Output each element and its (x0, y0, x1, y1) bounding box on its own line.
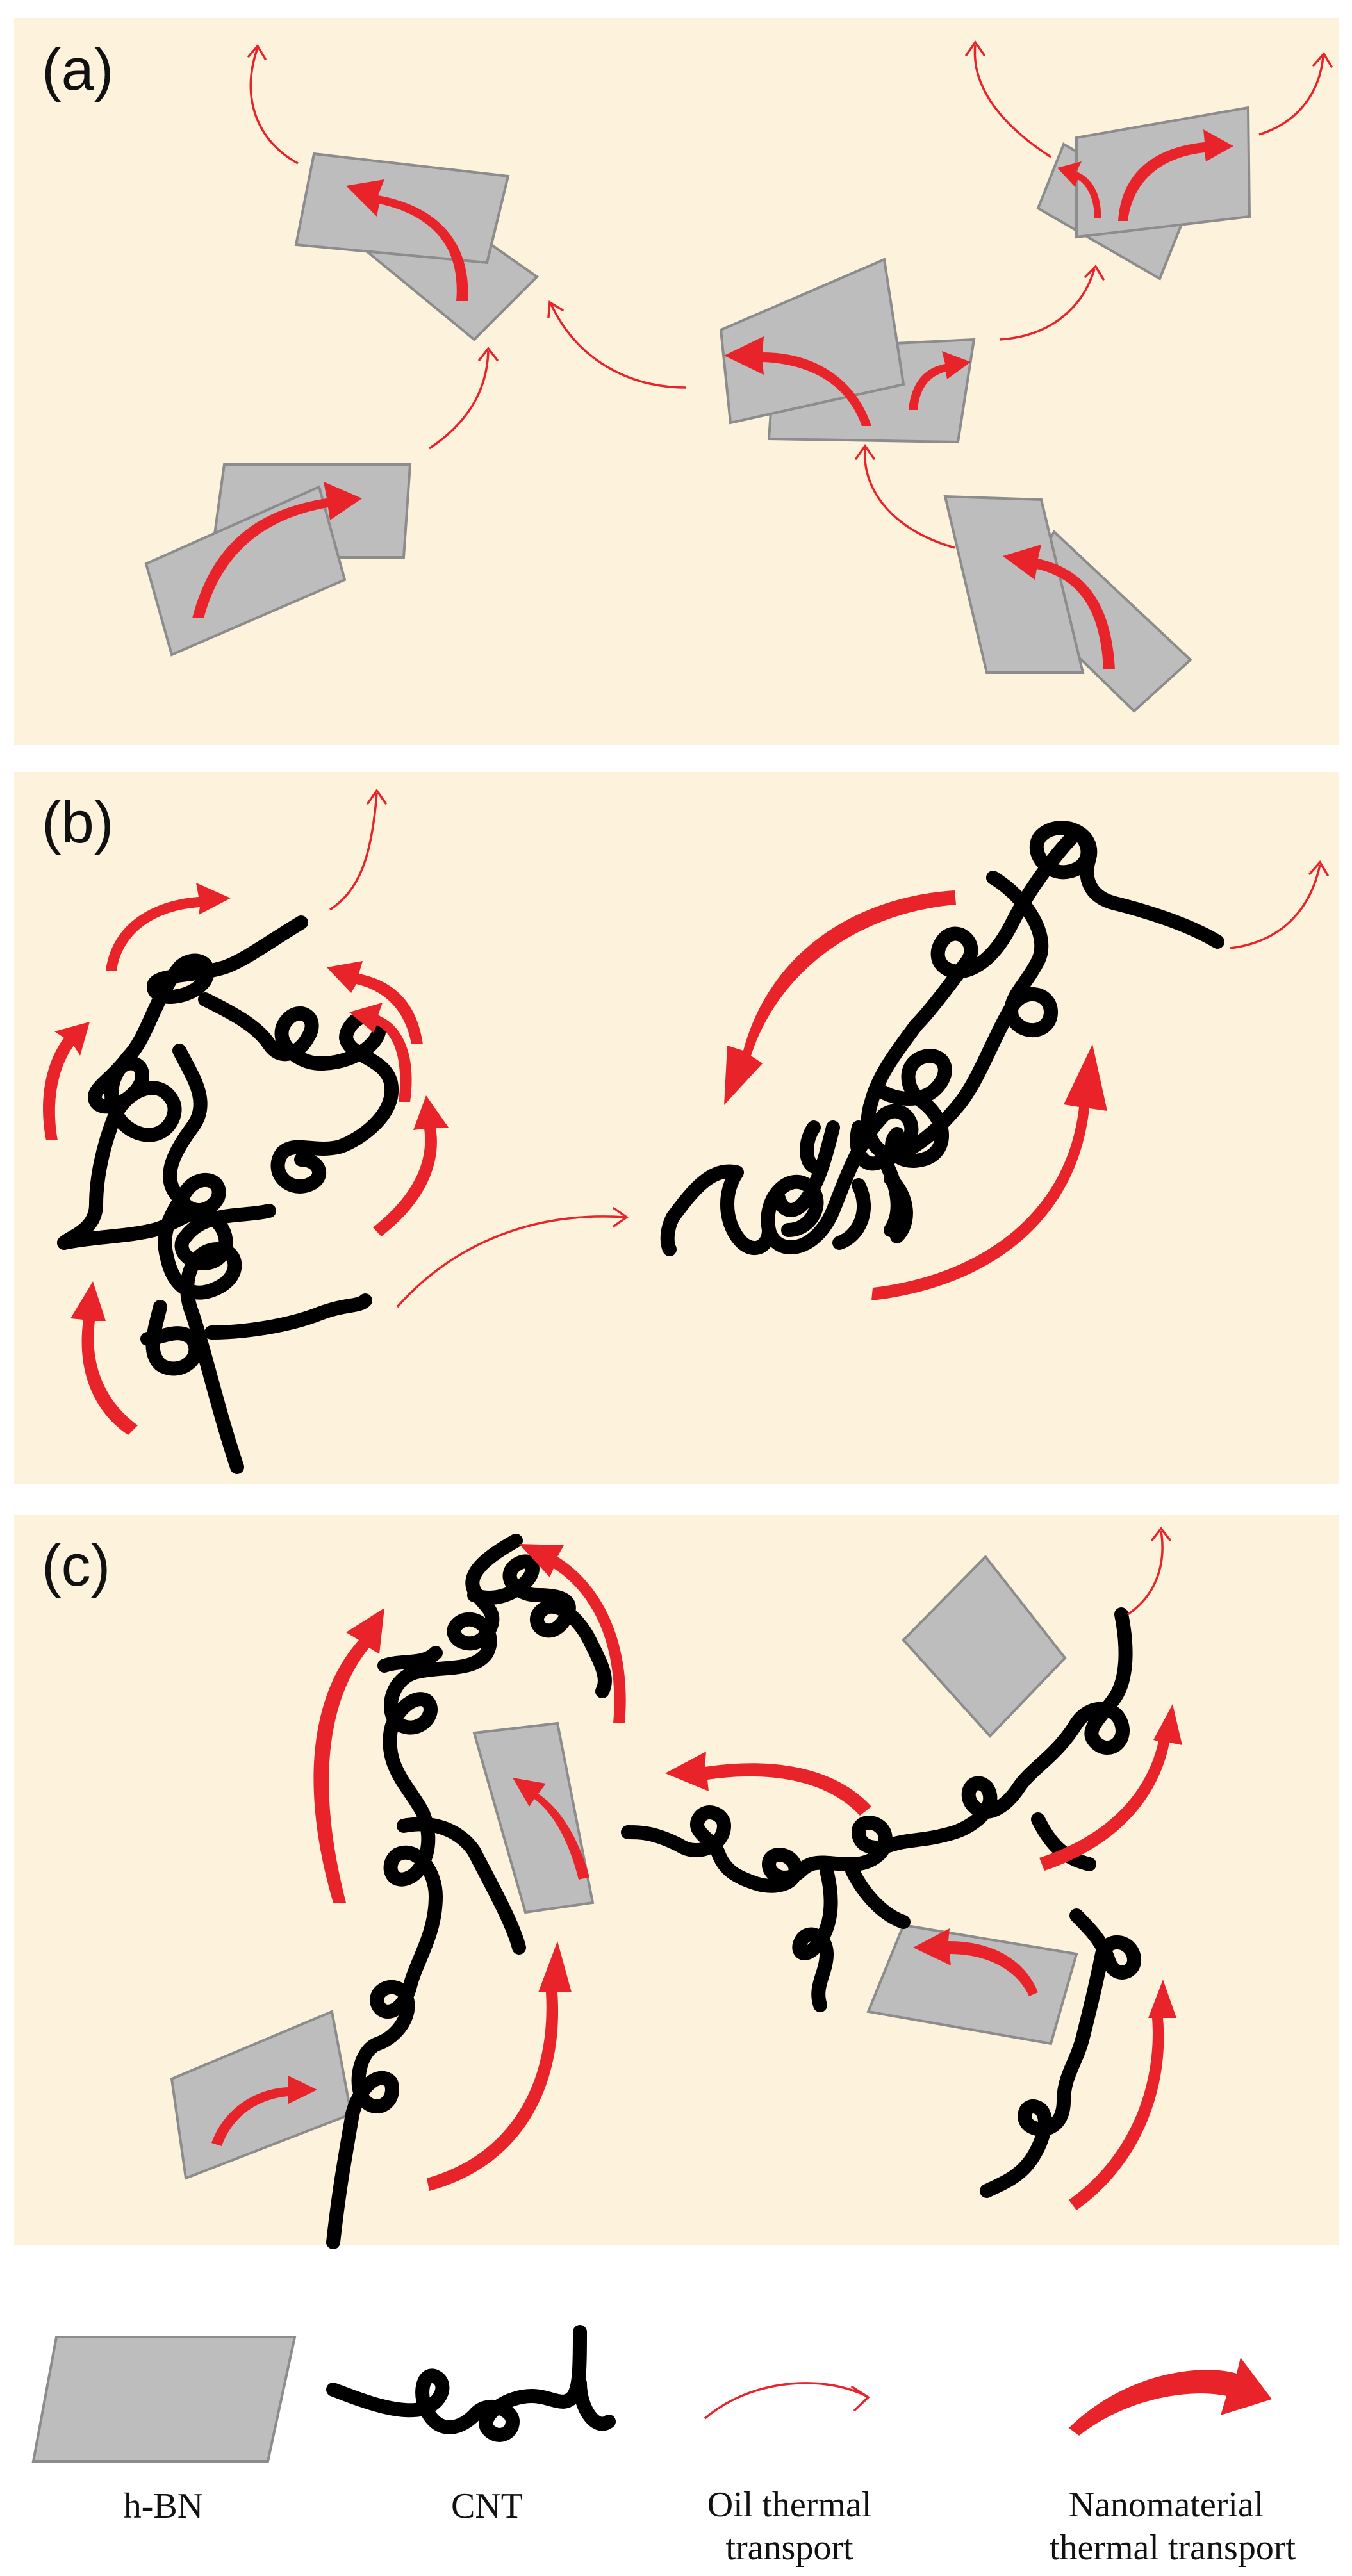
legend-oil-label-line2: transport (725, 2528, 853, 2568)
hbn-sheet (719, 258, 905, 425)
nanomaterial-arrow (427, 1941, 572, 2191)
nanomaterial-arrow (1003, 545, 1115, 669)
nanomaterial-arrow (346, 179, 468, 301)
cnt-swatch (326, 2325, 616, 2442)
oil-arrow (429, 347, 499, 450)
oil-arrow (965, 40, 1051, 158)
oil-arrow (855, 443, 955, 549)
nanomaterial-arrow (1069, 1980, 1176, 2210)
oil-arrow (1230, 860, 1329, 949)
panel-b: (b) (14, 772, 1339, 1484)
cnt (326, 1534, 1141, 2249)
oil-arrow (1127, 1527, 1171, 1616)
hbn-sheet-pair (719, 258, 976, 444)
legend-cnt-label: CNT (451, 2486, 523, 2526)
legend-oil-label-line1: Oil thermal (707, 2485, 872, 2525)
oil-arrow-swatch (704, 2382, 867, 2420)
oil-arrow (999, 265, 1105, 341)
panel-a-label: (a) (42, 37, 113, 103)
nanomaterial-arrow (106, 883, 231, 971)
oil-arrow (1258, 52, 1333, 136)
hbn-sheet (943, 495, 1085, 674)
hbn-sheet (902, 1554, 1067, 1738)
legend-nano-label-line1: Nanomaterial (1069, 2485, 1264, 2525)
panel-c-label: (c) (42, 1533, 110, 1598)
nanomaterial-arrow (1057, 161, 1101, 218)
nanomaterial-arrow (313, 1608, 384, 1903)
oil-arrow (547, 300, 686, 389)
legend-nano-label-line2: thermal transport (1050, 2528, 1296, 2568)
hbn-sheet (866, 1923, 1078, 2046)
nanomaterial-arrow (349, 1003, 412, 1102)
nanomaterial-arrow (519, 1544, 626, 1723)
legend: h-BN CNT Oil thermal transport Nanomater… (31, 2325, 1296, 2568)
nanomaterial-arrow (192, 482, 362, 618)
nanomaterial-arrow (724, 336, 871, 426)
nanomaterial-arrow (665, 1752, 871, 1816)
panel-b-background (14, 772, 1339, 1484)
oil-arrow (329, 788, 387, 911)
legend-oil: Oil thermal transport (704, 2382, 872, 2568)
panel-c: (c) (14, 1515, 1339, 2249)
legend-cnt: CNT (326, 2325, 616, 2526)
nanomaterial-arrow (913, 1928, 1038, 1996)
hbn-swatch (31, 2336, 297, 2463)
hbn-sheet (472, 1721, 595, 1914)
panel-a: (a) (14, 18, 1339, 745)
nanomaterial-arrow (327, 961, 423, 1044)
cnt-bundle (57, 915, 399, 1474)
legend-hbn-label: h-BN (124, 2486, 203, 2526)
nanomaterial-arrow (70, 1281, 138, 1435)
nanomaterial-arrow (211, 2076, 317, 2146)
cnt-bundle (660, 821, 1224, 1256)
nanomaterial-arrow (373, 1095, 449, 1236)
oil-arrow (247, 44, 299, 165)
nanomaterial-arrow (1039, 1704, 1182, 1871)
nanomaterial-arrow (871, 1044, 1107, 1300)
panel-b-label: (b) (42, 790, 113, 855)
nanomaterial-arrow (513, 1778, 589, 1880)
nanomaterial-arrow (724, 890, 956, 1105)
nanomaterial-arrow (43, 1022, 90, 1140)
legend-nano: Nanomaterial thermal transport (1050, 2358, 1296, 2568)
nanomaterial-arrow (1118, 129, 1233, 221)
oil-arrow (396, 1207, 629, 1308)
nanomaterial-arrow-swatch (1069, 2358, 1272, 2436)
nanomaterial-arrow (909, 351, 971, 410)
legend-hbn: h-BN (31, 2336, 297, 2526)
